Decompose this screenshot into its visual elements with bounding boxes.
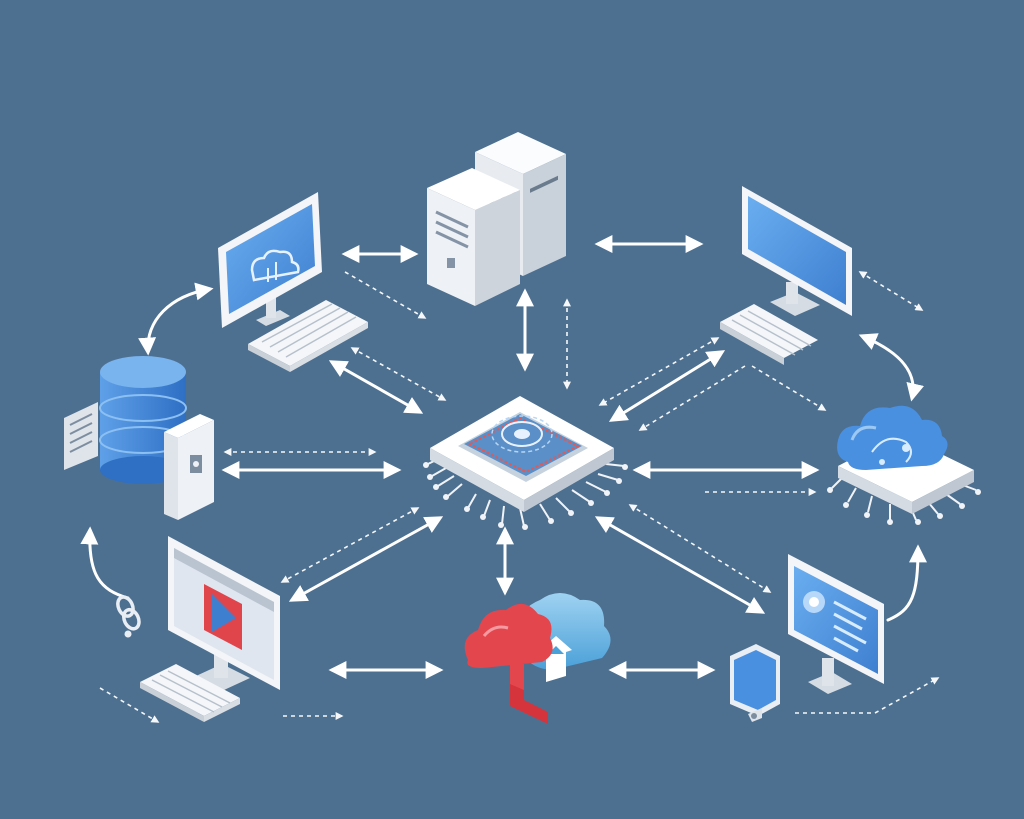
link-workstation-server-dashed bbox=[344, 271, 427, 319]
desktop-monitor-icon bbox=[720, 186, 852, 365]
desktop-monitor-icon bbox=[140, 536, 280, 722]
chain-link-icon bbox=[116, 595, 141, 638]
link-bottom-left-diag-dashed bbox=[99, 687, 160, 723]
link-workstation-chip-dashed bbox=[350, 347, 447, 401]
link-right-workstation-chip-dashed bbox=[598, 337, 720, 406]
cloud-upload-icon bbox=[464, 593, 611, 724]
link-chip-media-dashed bbox=[280, 507, 420, 583]
processor-chip-icon bbox=[423, 396, 628, 530]
desktop-monitor-icon bbox=[218, 192, 368, 372]
link-chip-analytics bbox=[594, 516, 766, 614]
link-right-workstation-cloudchip bbox=[858, 333, 924, 402]
link-database-workstation bbox=[138, 282, 214, 356]
server-tower-icon bbox=[427, 132, 566, 306]
link-workstation-chip bbox=[328, 360, 424, 414]
link-right-workstation-chip-dashed-2 bbox=[638, 365, 746, 431]
link-chip-analytics-dashed bbox=[628, 504, 772, 593]
link-right-workstation-cloudchip-dashed bbox=[751, 365, 827, 411]
link-analytics-cloudchip bbox=[886, 544, 927, 622]
cloud-chip-icon bbox=[827, 405, 981, 525]
link-bottom-right-dashed bbox=[795, 677, 940, 714]
link-right-workstation-chip bbox=[608, 350, 726, 422]
desktop-monitor-icon bbox=[788, 554, 884, 694]
link-left-curve bbox=[80, 526, 130, 600]
database-stack-icon bbox=[64, 356, 214, 520]
link-chip-media bbox=[288, 516, 444, 602]
connection-lines bbox=[80, 235, 940, 723]
shield-icon bbox=[730, 644, 780, 722]
link-topright-dashed bbox=[858, 271, 924, 311]
